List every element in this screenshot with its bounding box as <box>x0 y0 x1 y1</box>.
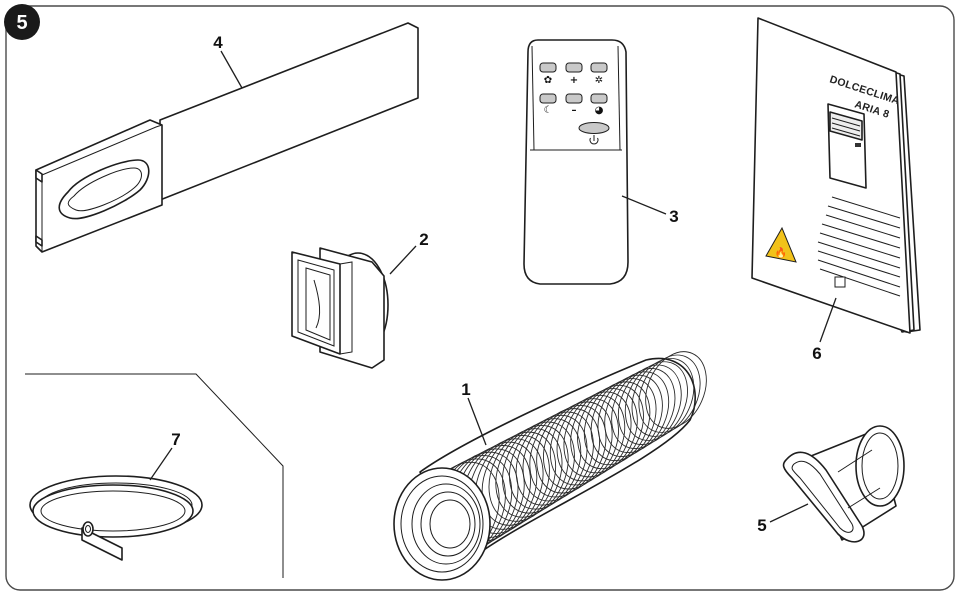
hose-ring <box>515 414 588 506</box>
fan-button[interactable] <box>539 62 557 73</box>
fire-icon: 🔥 <box>775 246 787 259</box>
plus-icon: + <box>570 75 578 86</box>
callout-1: 1 <box>461 380 470 399</box>
hose-ring <box>481 431 557 526</box>
callout-4: 4 <box>213 33 223 52</box>
hose-ring <box>583 381 651 466</box>
hose-ring <box>590 378 657 462</box>
figure-number-badge: 5 <box>4 4 40 40</box>
hose-ring <box>543 401 613 490</box>
hose-ring <box>638 354 701 433</box>
clock-icon: ◕ <box>595 105 604 116</box>
leader-5 <box>769 503 809 523</box>
hose-ring <box>604 371 670 454</box>
callout-6: 6 <box>812 344 821 363</box>
instruction-manual: DOLCECLIMA ARIA 8 🔥 <box>751 17 921 334</box>
drain-tube <box>29 475 203 561</box>
minus-button[interactable] <box>565 93 583 104</box>
remote-control: ✿ + ✲ ☾ – ◕ <box>523 39 629 285</box>
hose-ring <box>563 391 632 478</box>
section-divider <box>25 373 284 578</box>
product-image <box>827 103 867 189</box>
window-adapter <box>291 247 389 369</box>
flexible-hose <box>393 351 707 581</box>
power-icon <box>589 135 599 145</box>
heat-button[interactable] <box>590 62 608 73</box>
hose-ring <box>474 434 550 530</box>
hose-open-end <box>393 467 491 581</box>
sleep-button[interactable] <box>539 93 557 104</box>
manual-language-lines <box>817 196 901 297</box>
callout-3: 3 <box>669 207 678 226</box>
timer-button[interactable] <box>590 93 608 104</box>
minus-icon: – <box>572 105 577 116</box>
nozzle-round-end <box>855 425 905 507</box>
fan-icon: ✿ <box>544 75 552 86</box>
hose-ring <box>536 404 607 494</box>
leader-1 <box>467 397 487 446</box>
hose-ring <box>617 364 682 445</box>
hose-ring <box>522 411 594 502</box>
hose-ring <box>570 388 638 474</box>
tube-end <box>82 521 94 537</box>
callout-5: 5 <box>757 516 766 535</box>
hose-ring <box>597 374 663 458</box>
leader-7 <box>149 447 173 481</box>
mode-button[interactable] <box>578 122 610 134</box>
leader-2 <box>389 245 417 275</box>
callout-2: 2 <box>419 230 428 249</box>
sun-icon: ✲ <box>595 75 603 86</box>
warning-icon <box>765 226 797 263</box>
figure-number: 5 <box>16 12 27 34</box>
callout-7: 7 <box>171 430 180 449</box>
hose-ring <box>624 361 688 441</box>
leader-3 <box>621 195 667 215</box>
plus-button[interactable] <box>565 62 583 73</box>
moon-icon: ☾ <box>544 105 553 116</box>
hose-ring <box>645 351 707 429</box>
hose-ring <box>577 384 644 470</box>
book-symbol-icon <box>834 276 846 288</box>
window-slide-kit <box>35 22 419 253</box>
hose-ring <box>529 408 600 498</box>
hose-ring <box>631 358 695 437</box>
leader-4 <box>220 50 243 89</box>
leader-6 <box>819 297 837 343</box>
hose-slot-opening <box>58 159 150 220</box>
hose-ring <box>611 368 676 449</box>
nozzle-flat-outlet <box>782 451 865 543</box>
flat-nozzle <box>782 425 905 543</box>
